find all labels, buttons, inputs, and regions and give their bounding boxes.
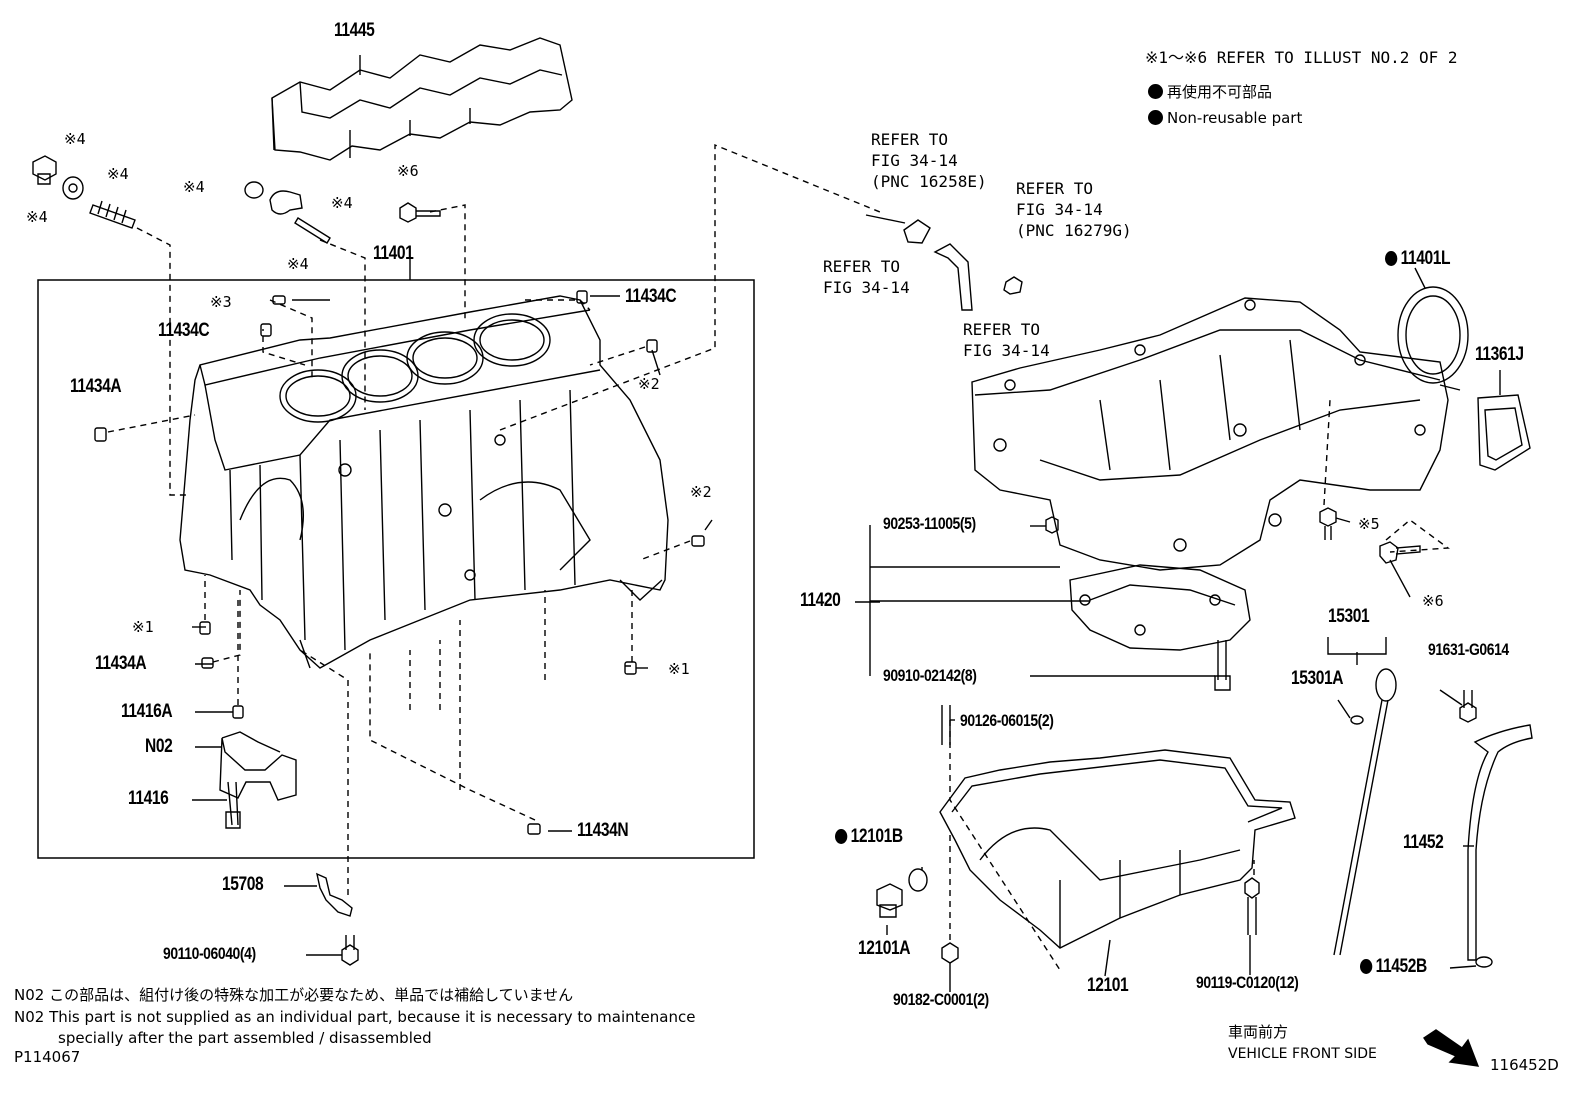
leader-lines-left: [192, 55, 712, 955]
part-label-90910[interactable]: 90910-02142(8): [883, 666, 977, 685]
part-label-11452B[interactable]: 11452B: [1360, 956, 1427, 978]
refer-note: ※1〜※6 REFER TO ILLUST NO.2 OF 2: [1145, 48, 1458, 67]
fasteners-top-left: [33, 156, 440, 243]
bearing-cap-n02: [220, 732, 296, 828]
dipstick-15301: [1334, 669, 1396, 955]
note-n02-en-cont: specially after the part assembled / dis…: [58, 1029, 432, 1047]
part-label-11434N[interactable]: 11434N: [577, 820, 629, 841]
part-label-90253[interactable]: 90253-11005(5): [883, 514, 976, 533]
part-label-90126[interactable]: 90126-06015(2): [960, 711, 1054, 730]
reference-mark: ※1: [668, 660, 690, 678]
part-label-11416A[interactable]: 11416A: [121, 701, 173, 722]
reference-mark: ※2: [690, 483, 712, 501]
legend-non-reusable-jp: 再使用不可部品: [1148, 82, 1272, 103]
gasket-12101B: [909, 869, 927, 891]
reference-mark: ※4: [287, 255, 309, 273]
part-label-11434C[interactable]: 11434C: [625, 286, 677, 307]
reference-fig-34-14[interactable]: REFER TO FIG 34-14: [823, 257, 910, 297]
reference-fig-34-14[interactable]: REFER TO FIG 34-14: [963, 320, 1050, 360]
reference-mark: ※4: [183, 178, 205, 196]
reference-mark: ※4: [107, 165, 129, 183]
part-label-12101[interactable]: 12101: [1087, 975, 1129, 996]
dashed-leaders-block: [108, 145, 880, 895]
reference-mark: ※3: [210, 293, 232, 311]
drain-plug-12101A: [877, 884, 902, 917]
part-label-15301[interactable]: 15301: [1328, 606, 1370, 627]
gasket-11361J: [1478, 395, 1530, 470]
vehicle-front-arrow-icon: [1424, 1030, 1478, 1066]
part-label-15708[interactable]: 15708: [222, 874, 264, 895]
part-label-11434A[interactable]: 11434A: [95, 653, 147, 674]
cylinder-block-11401: [180, 296, 668, 668]
dashed-leaders-right: [950, 400, 1448, 970]
reference-mark: ※4: [331, 194, 353, 212]
vehicle-front-en: VEHICLE FRONT SIDE: [1228, 1046, 1377, 1062]
oil-pan-upper-11420: [972, 298, 1448, 650]
dipstick-guide-11452: [1468, 725, 1532, 967]
reference-mark: ※5: [1358, 515, 1380, 533]
oil-pan-12101: [940, 750, 1295, 948]
part-label-11452[interactable]: 11452: [1403, 832, 1444, 853]
part-label-12101A[interactable]: 12101A: [858, 938, 911, 959]
vehicle-front-jp: 車両前方: [1228, 1023, 1289, 1041]
reference-mark: ※6: [1422, 592, 1444, 610]
part-label-11361J[interactable]: 11361J: [1475, 344, 1524, 365]
part-label-N02[interactable]: N02: [145, 736, 173, 757]
part-label-11401[interactable]: 11401: [373, 243, 414, 264]
filled-dot-icon: [1148, 84, 1163, 99]
oil-jet-15708: [317, 874, 358, 965]
part-label-12101B[interactable]: 12101B: [835, 826, 903, 848]
part-label-90119[interactable]: 90119-C0120(12): [1196, 973, 1299, 992]
reference-mark: ※6: [397, 162, 419, 180]
reference-fig-34-14-16258E[interactable]: REFER TO FIG 34-14 (PNC 16258E): [871, 130, 987, 191]
part-label-11434C[interactable]: 11434C: [158, 320, 210, 341]
reference-mark: ※4: [26, 208, 48, 226]
note-n02-jp: N02 この部品は、組付け後の特殊な加工が必要なため、単品では補給していません: [14, 986, 574, 1004]
bolts-right: [942, 508, 1476, 963]
part-label-15301A[interactable]: 15301A: [1291, 668, 1344, 689]
plugs-block: [95, 291, 704, 834]
oil-seal-11401L: [1398, 287, 1468, 383]
part-label-90110[interactable]: 90110-06040(4): [163, 944, 256, 963]
legend-non-reusable-en: Non-reusable part: [1148, 108, 1302, 129]
part-label-90182[interactable]: 90182-C0001(2): [893, 990, 989, 1009]
illustration-number: P114067: [14, 1048, 81, 1066]
part-label-11401L[interactable]: 11401L: [1385, 248, 1451, 270]
reference-mark: ※2: [638, 375, 660, 393]
reference-mark: ※4: [64, 130, 86, 148]
note-n02-en: N02 This part is not supplied as an indi…: [14, 1008, 696, 1026]
part-label-11416[interactable]: 11416: [128, 788, 169, 809]
non-reusable-dot-icon: [1385, 251, 1398, 266]
part-label-91631[interactable]: 91631-G0614: [1428, 640, 1509, 659]
reference-tubes: [866, 215, 1022, 310]
leader-lines-right: [855, 268, 1500, 992]
non-reusable-dot-icon: [1360, 959, 1373, 974]
non-reusable-dot-icon: [835, 829, 848, 844]
block-group-frame: [38, 280, 754, 858]
part-label-11434A[interactable]: 11434A: [70, 376, 122, 397]
reference-fig-34-14-16279G[interactable]: REFER TO FIG 34-14 (PNC 16279G): [1016, 179, 1132, 240]
diagram-number: 116452D: [1490, 1056, 1559, 1074]
reference-mark: ※1: [132, 618, 154, 636]
insulator-cover-11445: [272, 38, 572, 160]
part-label-11420[interactable]: 11420: [800, 590, 841, 611]
part-label-11445[interactable]: 11445: [334, 20, 375, 41]
filled-dot-icon: [1148, 110, 1163, 125]
